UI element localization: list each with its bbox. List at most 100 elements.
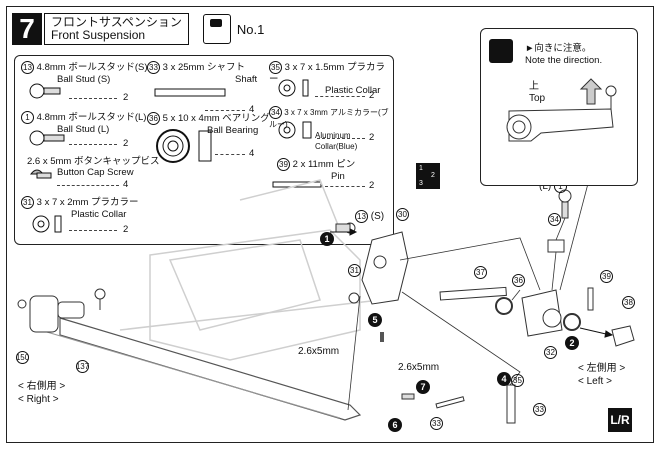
callout: 6 [388,418,402,432]
part-name-en: Pin [331,171,345,182]
callout: 32 [544,346,557,359]
part-qty: 2 [123,92,129,103]
callout: 7 [416,380,430,394]
callout: 4 [497,372,511,386]
parts-illustrations [29,79,322,233]
part-name-jp: 2 x 11mm ピン [292,159,356,170]
callout: 1 [320,232,334,246]
callout: 2 [565,336,579,350]
part-item: 36 5 x 10 x 4mm ベアリング Ball Bearing [147,112,270,136]
callout: 39 [600,270,613,283]
callout: 31 [348,264,361,277]
part-item: 34 3 x 7 x 3mm アルミカラー(ブルー) Aluminum Coll… [269,106,393,152]
part-number-badge: 35 [269,61,282,74]
part-name-jp: 4.8mm ボールスタッド(S) [36,62,148,73]
part-name-jp: 3 x 7 x 3mm アルミカラー(ブルー) [269,108,389,129]
pointing-hand-icon [489,39,513,63]
left-right-icon: L/R [608,408,632,432]
callout: 137 [76,360,89,373]
step-badge: 2 [565,336,579,350]
part-item: 2.6 x 5mm ボタンキャップビス Button Cap Screw [27,156,160,178]
part-name-jp: 4.8mm ボールスタッド(L) [36,112,147,123]
step-number: 7 [12,13,42,45]
part-name-en: Ball Bearing [207,125,259,136]
top-jp: 上 [529,81,539,92]
screw-label: 2.6x5mm [298,346,340,357]
part-number-badge: 38 [622,296,635,309]
callout: 13 (S) [355,210,384,223]
callout-text: (L) [539,181,552,192]
sequence-num: 1 [419,165,423,172]
part-number-badge: 33 [533,403,546,416]
part-qty: 2 [369,132,375,143]
part-number-badge: 33 [430,417,443,430]
callout: 33 [430,417,443,430]
part-number-badge: 35 [511,374,524,387]
right-side-label: < 右側用 > < Right > [18,380,65,406]
part-item: 39 2 x 11mm ピン Pin [277,158,355,182]
part-qty: 2 [123,138,129,149]
part-number-badge: 37 [474,266,487,279]
callout: 36 [512,274,525,287]
parts-list: 13 4.8mm ボールスタッド(S) Ball Stud (S) 2 1 4.… [14,55,394,245]
part-number-badge: 36 [512,274,525,287]
step-badge: 5 [368,313,382,327]
part-item: 35 3 x 7 x 1.5mm プラカラー Plastic Collar [269,61,393,96]
part-name-jp: 3 x 7 x 1.5mm プラカラー [269,62,385,85]
part-qty: 4 [249,104,255,115]
part-number-badge: 150 [15,351,30,364]
note-jp: ►向きに注意。 [525,43,592,54]
callout: 33 [533,403,546,416]
part-qty: 4 [249,148,255,159]
part-number-badge: 34 [548,213,561,226]
step-title-en: Front Suspension [51,28,146,42]
sequence-icon: 1 2 3 [416,163,440,189]
sequence-num: 3 [419,180,423,187]
callout-text: (S) [370,211,385,222]
right-side-en: < Right > [18,394,59,405]
callout: 5 [368,313,382,327]
part-name-en: Aluminum Collar(Blue) [315,131,358,151]
step-header: 7 フロントサスペンション Front Suspension No.1 [12,12,264,46]
part-name-en: Ball Stud (S) [57,74,111,85]
step-title: フロントサスペンション Front Suspension [44,13,189,45]
step-badge: 4 [497,372,511,386]
right-side-jp: < 右側用 > [18,381,66,392]
part-number-badge: 31 [348,264,361,277]
part-number-badge: 36 [147,112,160,125]
knuckle-direction-diagram [506,78,617,142]
part-qty: 2 [369,180,375,191]
part-number-badge: 32 [544,346,557,359]
part-item: 13 4.8mm ボールスタッド(S) Ball Stud (S) [21,61,147,85]
part-number-badge: 13 [21,61,34,74]
part-number-badge: 137 [75,360,90,373]
part-number-badge: 39 [277,158,290,171]
part-name-jp: 3 x 7 x 2mm プラカラー [36,197,139,208]
part-number-badge: 1 [21,111,34,124]
part-name-en: Ball Stud (L) [57,124,110,135]
part-number-badge: 31 [21,196,34,209]
left-side-label: < 左側用 > < Left > [578,362,625,388]
part-name-en: Shaft [235,74,258,85]
note-en: Note the direction. [525,55,603,66]
step-badge: 7 [416,380,430,394]
part-item: 33 3 x 25mm シャフト Shaft [147,61,257,85]
part-name-jp: 3 x 25mm シャフト [162,62,245,73]
callout: 150 [16,351,29,364]
direction-note: ►向きに注意。 Note the direction. 上 Top [480,28,638,186]
part-name-en: Button Cap Screw [57,167,134,178]
callout: 34 [548,213,561,226]
left-side-en: < Left > [578,376,612,387]
callout: 37 [474,266,487,279]
part-number-badge: 13 [355,210,368,223]
top-en: Top [529,93,546,104]
step-badge: 1 [320,232,334,246]
part-item: 31 3 x 7 x 2mm プラカラー Plastic Collar [21,196,139,220]
callout: 38 [622,296,635,309]
part-number-badge: 34 [269,106,282,119]
part-name-en: Plastic Collar [71,209,127,220]
part-number-badge: 33 [147,61,160,74]
part-name-en: Plastic Collar [325,85,381,96]
callout: 35 [511,374,524,387]
screw-label: 2.6x5mm [398,362,440,373]
